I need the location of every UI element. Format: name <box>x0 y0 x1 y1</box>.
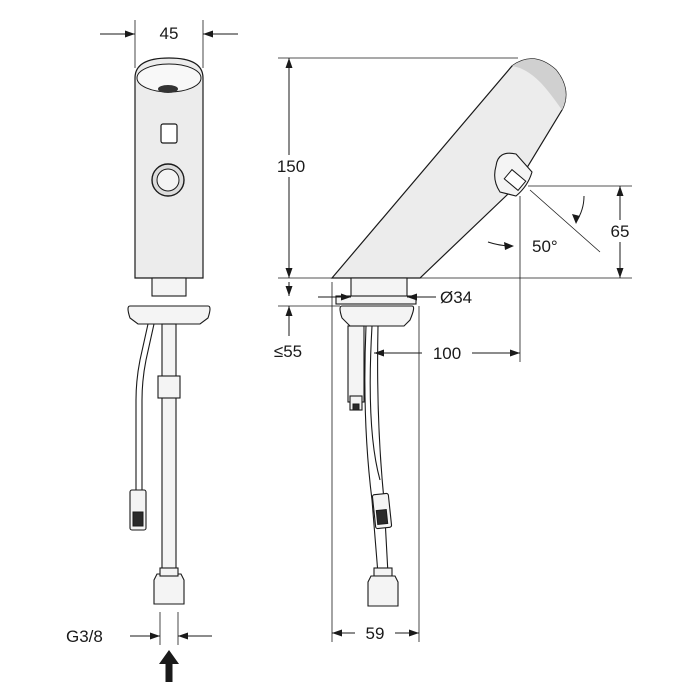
front-cable-2 <box>141 323 155 490</box>
front-hose-nut <box>153 573 185 605</box>
aerator-icon <box>158 85 178 93</box>
dimension-total-height: 150 <box>271 57 518 279</box>
side-hose-c <box>369 325 381 481</box>
label-connection-thread: G3/8 <box>66 627 103 646</box>
label-spout-reach: 100 <box>433 344 461 363</box>
dimension-spout-reach: 100 <box>374 196 521 363</box>
up-arrow-icon <box>159 650 179 682</box>
side-view: 150 65 <box>271 57 638 643</box>
dimension-base-width: 59 <box>331 282 420 643</box>
front-view: 45 G3/8 <box>66 20 238 682</box>
side-clamp <box>339 305 415 327</box>
side-base-stem <box>350 277 408 299</box>
front-cable-connector-tip <box>132 511 144 527</box>
control-knob-inner <box>156 168 180 192</box>
sensor-window <box>160 123 178 144</box>
front-cable <box>135 323 149 490</box>
label-spout-height: 65 <box>611 222 630 241</box>
dimension-base-diameter: Ø34 <box>318 288 472 307</box>
front-pipe-collar <box>157 375 181 399</box>
label-base-diameter: Ø34 <box>440 288 472 307</box>
label-spout-angle: 50° <box>532 237 558 256</box>
side-hose-a <box>364 325 379 575</box>
dimension-spout-angle: 50° <box>487 189 601 256</box>
dimension-connection-thread: G3/8 <box>66 612 212 646</box>
side-hose-nut <box>367 575 399 607</box>
dimension-width-top: 45 <box>100 20 238 68</box>
side-hose-b <box>377 325 389 575</box>
faucet-body-side <box>330 58 567 279</box>
front-supply-pipe <box>161 323 177 575</box>
front-thread-collar <box>159 567 179 577</box>
label-width-top: 45 <box>160 24 179 43</box>
side-solenoid-tip <box>352 403 360 411</box>
spout-outlet <box>503 168 527 192</box>
front-mounting-plate <box>127 305 211 325</box>
side-thread-collar <box>373 567 393 577</box>
label-max-thickness: ≤55 <box>274 342 302 361</box>
label-base-width: 59 <box>366 624 385 643</box>
label-total-height: 150 <box>277 157 305 176</box>
front-base-stem <box>151 277 187 297</box>
dimension-max-thickness: ≤55 <box>274 282 340 361</box>
side-solenoid <box>347 325 365 403</box>
side-connector-tip <box>375 508 389 526</box>
dimension-spout-height: 65 <box>420 185 638 279</box>
spout-shade <box>512 58 566 110</box>
